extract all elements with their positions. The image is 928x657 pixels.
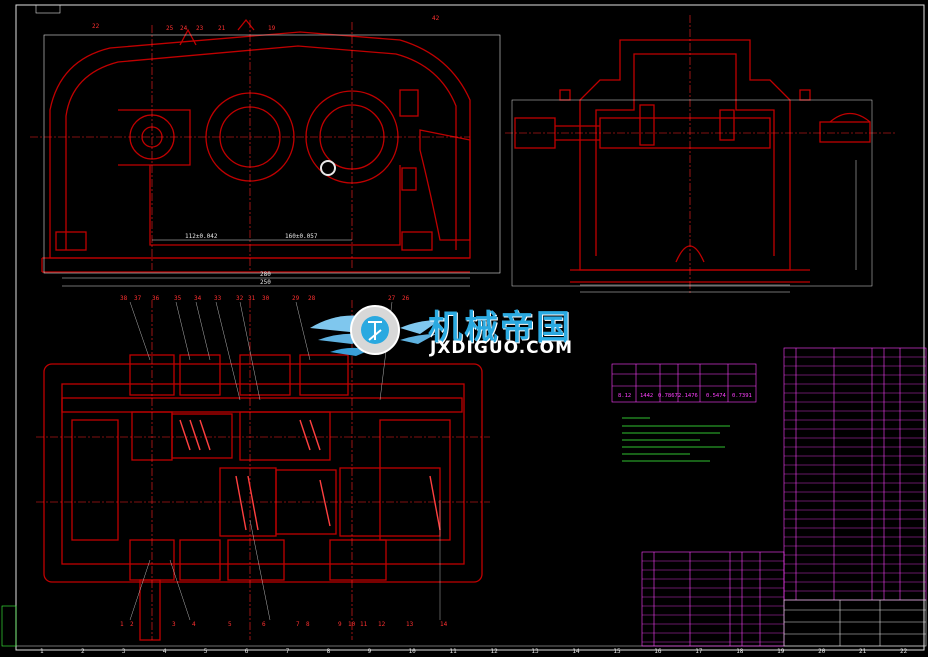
grid-label: 12 <box>490 648 498 655</box>
title-block-corner <box>35 4 61 14</box>
parts-list-lower-rows <box>642 560 784 643</box>
spec-val-4: 2.1476 <box>678 393 698 399</box>
grid-label: 4 <box>163 648 167 655</box>
label-25: 25 <box>166 25 174 32</box>
grid-label: 6 <box>245 648 249 655</box>
oil-sight-glass <box>320 160 336 176</box>
grid-label: 16 <box>654 648 662 655</box>
grid-label: 11 <box>450 648 458 655</box>
gear-wings-logo-icon <box>310 305 440 356</box>
grid-label: 2 <box>81 648 85 655</box>
top-view-hatching <box>179 419 441 531</box>
label-21: 21 <box>218 25 226 32</box>
label-22: 22 <box>92 23 100 30</box>
dim-112: 112±0.042 <box>185 233 218 240</box>
grid-label: 9 <box>368 648 372 655</box>
grid-label: 15 <box>613 648 621 655</box>
dim-250: 250 <box>260 279 271 286</box>
top-view-leaders <box>129 301 441 621</box>
left-strip <box>1 605 17 647</box>
label-27: 27 <box>388 295 396 302</box>
front-view-dims <box>62 239 470 287</box>
label-13: 13 <box>406 621 414 628</box>
grid-label: 13 <box>531 648 539 655</box>
label-9: 9 <box>338 621 342 628</box>
parts-list-upper-rows <box>784 356 926 592</box>
label-33: 33 <box>214 295 222 302</box>
side-view-dim-box <box>511 99 873 287</box>
grid-label: 21 <box>859 648 867 655</box>
label-3: 3 <box>172 621 176 628</box>
label-42: 42 <box>432 15 440 22</box>
label-30: 30 <box>262 295 270 302</box>
front-view <box>41 18 471 273</box>
label-35: 35 <box>174 295 182 302</box>
grid-label: 10 <box>409 648 417 655</box>
label-6: 6 <box>262 621 266 628</box>
label-5: 5 <box>228 621 232 628</box>
side-view <box>514 39 871 283</box>
watermark-title-cn: 机械帝国 <box>428 308 572 348</box>
label-26: 26 <box>402 295 410 302</box>
front-view-centerlines <box>30 20 470 270</box>
grid-label: 18 <box>736 648 744 655</box>
label-36: 36 <box>152 295 160 302</box>
label-10: 10 <box>348 621 356 628</box>
side-view-dims <box>580 160 857 293</box>
grid-label: 19 <box>777 648 785 655</box>
label-37: 37 <box>134 295 142 302</box>
grid-label: 7 <box>286 648 290 655</box>
label-24: 24 <box>180 25 188 32</box>
label-14: 14 <box>440 621 448 628</box>
spec-table <box>611 363 757 403</box>
grid-label: 3 <box>122 648 126 655</box>
front-view-dim-box <box>43 34 501 274</box>
grid-label: 14 <box>572 648 580 655</box>
label-4: 4 <box>192 621 196 628</box>
label-23: 23 <box>196 25 204 32</box>
technical-notes <box>622 417 730 462</box>
label-28: 28 <box>308 295 316 302</box>
grid-label: 20 <box>818 648 826 655</box>
label-2: 2 <box>130 621 134 628</box>
grid-label: 1 <box>40 648 44 655</box>
label-8: 8 <box>306 621 310 628</box>
label-19: 19 <box>268 25 276 32</box>
label-1: 1 <box>120 621 124 628</box>
grid-label: 22 <box>900 648 908 655</box>
spec-val-6: 0.7391 <box>732 393 752 399</box>
dim-280: 280 <box>260 271 271 278</box>
spec-val-2: 1442 <box>640 393 653 399</box>
label-11: 11 <box>360 621 368 628</box>
label-32: 32 <box>236 295 244 302</box>
label-7: 7 <box>296 621 300 628</box>
spec-val-1: 8.12 <box>618 393 631 399</box>
top-view <box>43 354 483 641</box>
grid-label: 5 <box>204 648 208 655</box>
label-38: 38 <box>120 295 128 302</box>
spec-val-3: 0.7867 <box>658 393 678 399</box>
label-31: 31 <box>248 295 256 302</box>
parts-list-lower <box>641 551 785 647</box>
label-29: 29 <box>292 295 300 302</box>
watermark-title-en: JXDIGUO.COM <box>430 338 574 358</box>
label-34: 34 <box>194 295 202 302</box>
grid-label: 8 <box>327 648 331 655</box>
grid-label: 17 <box>695 648 703 655</box>
spec-val-5: 0.5474 <box>706 393 727 399</box>
dim-160: 160±0.057 <box>285 233 318 240</box>
top-view-centerlines <box>36 300 490 640</box>
side-view-centerlines <box>505 15 895 295</box>
title-block <box>783 599 927 647</box>
label-12: 12 <box>378 621 386 628</box>
drawing-border <box>15 4 925 651</box>
